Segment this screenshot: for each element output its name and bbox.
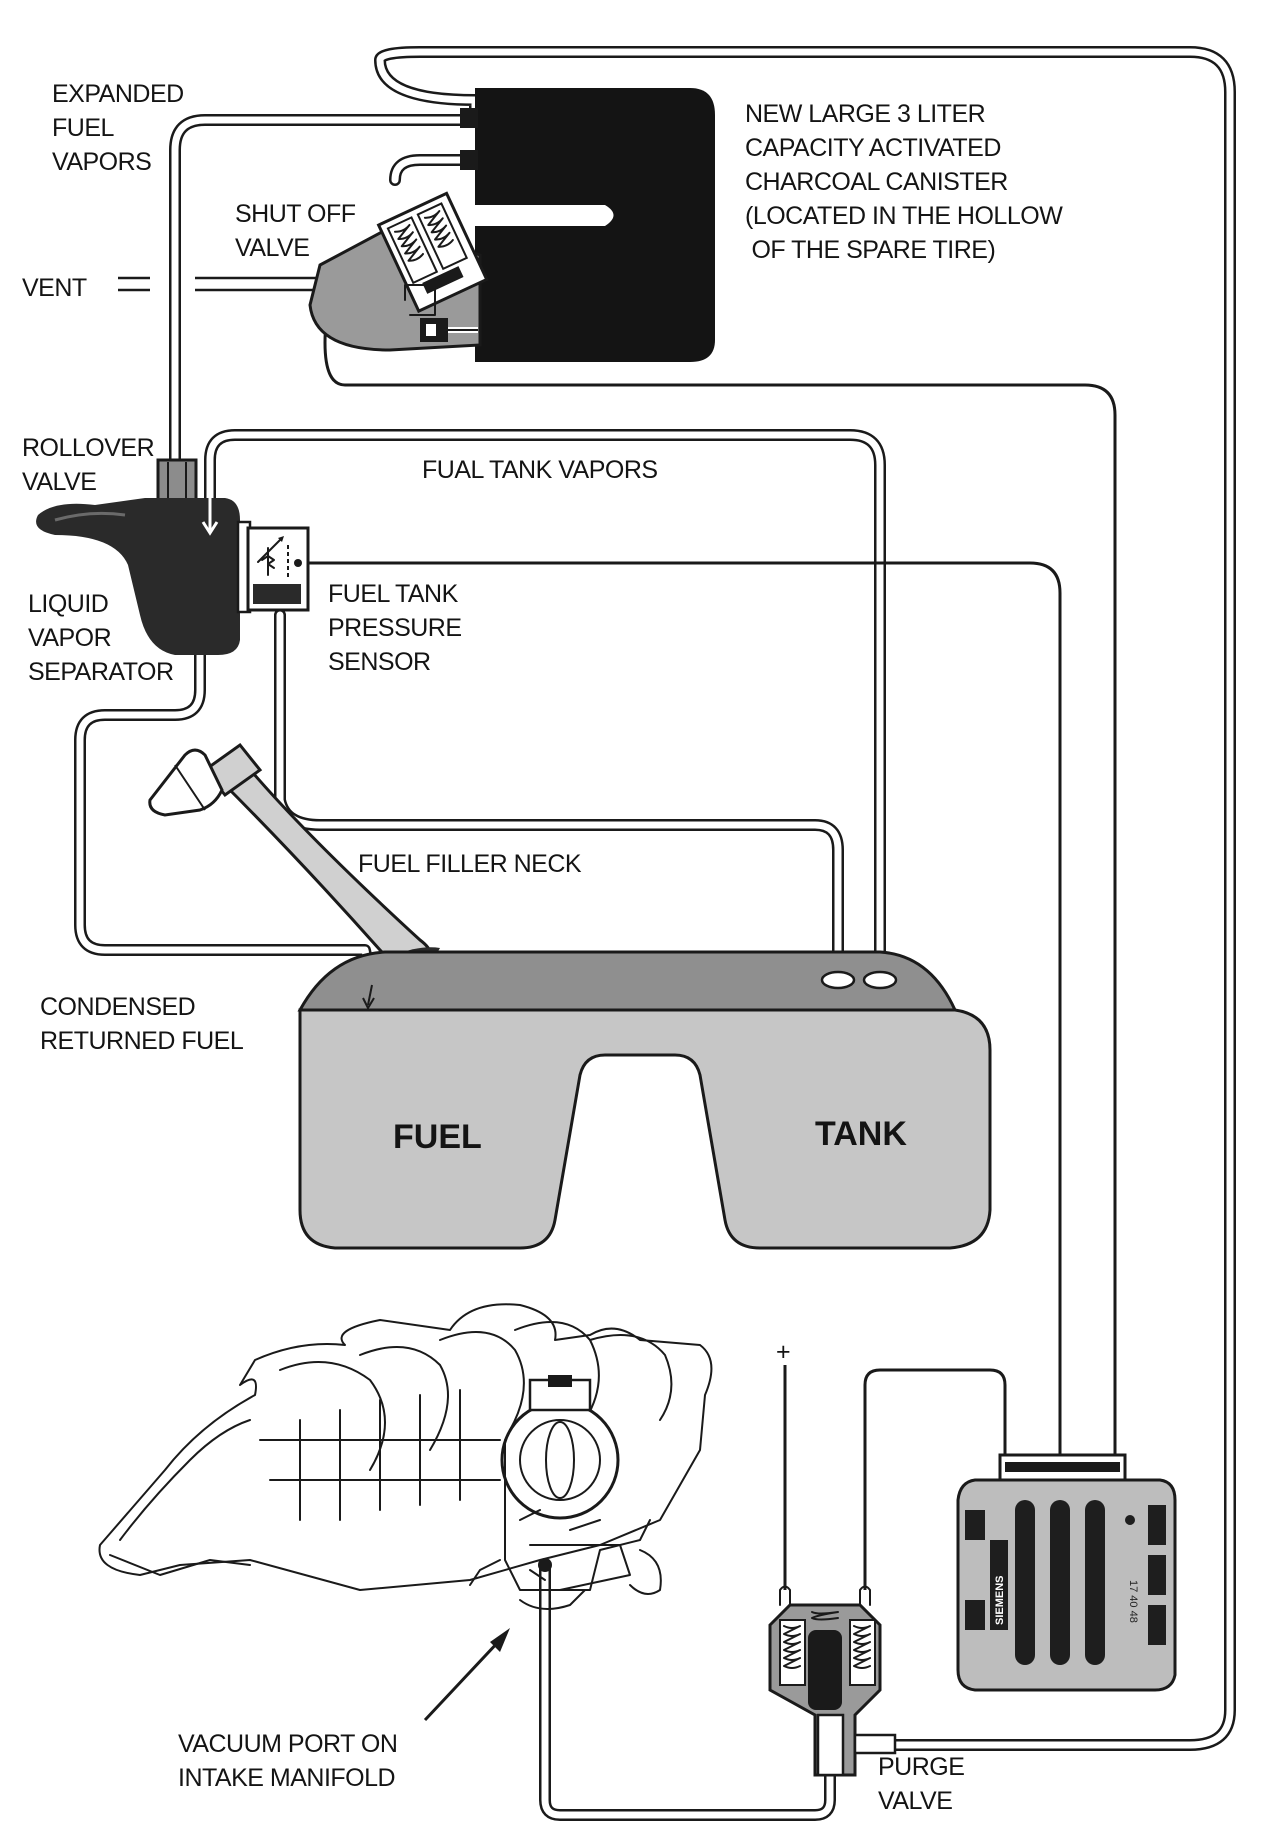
shut-off-valve-label: SHUT OFF VALVE <box>235 200 362 262</box>
fuel-filler-neck-label: FUEL FILLER NECK <box>358 850 582 878</box>
vacuum-port-label: VACUUM PORT ON INTAKE MANIFOLD <box>178 1730 404 1792</box>
separator-body <box>36 498 240 655</box>
charcoal-canister <box>308 88 715 362</box>
tank-tank-label: TANK <box>815 1115 907 1153</box>
hoses <box>74 46 1236 1821</box>
intake-manifold <box>98 1303 713 1610</box>
rollover-valve <box>156 458 198 502</box>
ecu-brand-label: SIEMENS <box>994 1575 1006 1625</box>
labels: EXPANDED FUEL VAPORS NEW LARGE 3 LITER C… <box>22 80 1069 1815</box>
fuel-tank-pressure-sensor-label: FUEL TANK PRESSURE SENSOR <box>328 580 468 676</box>
fuel-tank <box>297 950 992 1250</box>
purge-valve-label: PURGE VALVE <box>878 1753 971 1815</box>
canister-valve-wire <box>323 289 1117 1460</box>
wires <box>298 289 1117 1590</box>
engine-control-unit: SIEMENS 17 40 48 <box>956 1453 1177 1692</box>
tank-fuel-label: FUEL <box>393 1118 482 1156</box>
fuel-tank-top <box>297 950 958 1012</box>
liquid-vapor-separator <box>36 458 240 655</box>
canister-to-purge-hose-inner <box>376 48 1234 1749</box>
liquid-vapor-separator-label: LIQUID VAPOR SEPARATOR <box>28 590 174 686</box>
sensor-signal-wire <box>298 561 1062 1460</box>
vacuum-port-arrow <box>423 1628 510 1722</box>
fual-tank-vapors-label: FUAL TANK VAPORS <box>422 456 658 484</box>
purge-valve <box>768 1585 897 1777</box>
fuel-tank-body <box>298 1008 992 1250</box>
expanded-fuel-vapors-label: EXPANDED FUEL VAPORS <box>52 80 190 176</box>
purge-valve-ecu-wire <box>863 1368 1007 1590</box>
fuel-tank-vapors-hose <box>204 429 886 981</box>
expanded-vapor-hose-inner <box>171 116 479 464</box>
condensed-return-hose <box>74 634 378 991</box>
rollover-valve-label: ROLLOVER VALVE <box>22 434 161 496</box>
condensed-returned-fuel-label: CONDENSED RETURNED FUEL <box>40 993 244 1055</box>
vent-label: VENT <box>22 274 87 302</box>
ecu-part-label: 17 40 48 <box>1127 1580 1139 1623</box>
fuel-tank-pressure-sensor <box>236 520 310 614</box>
fuel-tank-vapors-hose-inner <box>206 431 884 979</box>
plus-sign-label: + <box>776 1338 790 1366</box>
vacuum-hose-inner <box>541 1561 834 1819</box>
canister-label: NEW LARGE 3 LITER CAPACITY ACTIVATED CHA… <box>745 100 1069 264</box>
canister-loop-hose-inner <box>391 156 479 184</box>
condensed-return-hose-inner <box>76 636 376 989</box>
